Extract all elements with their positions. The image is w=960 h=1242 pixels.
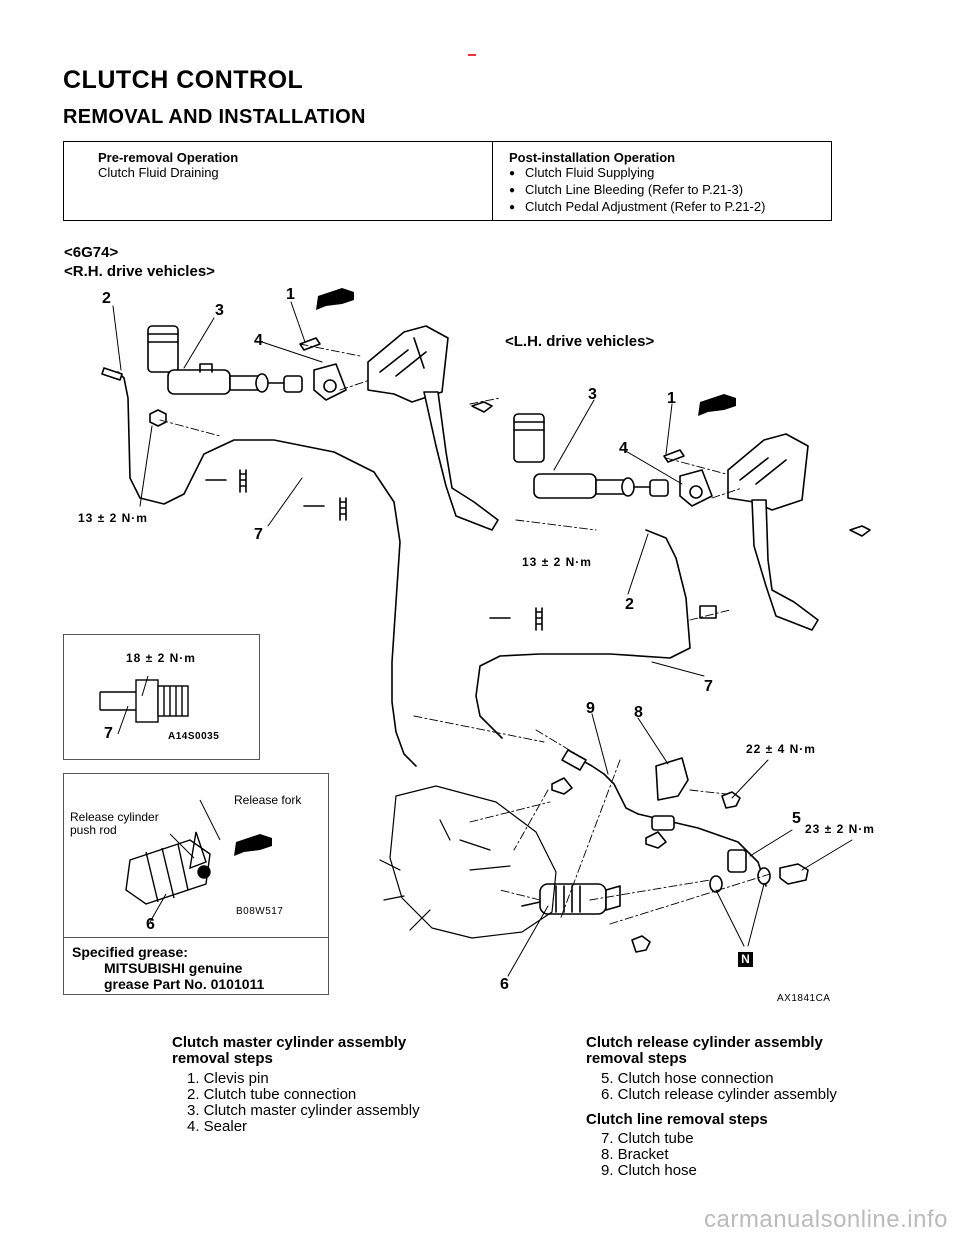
lh-pedal-arm <box>751 499 819 631</box>
inset-divider <box>63 937 329 938</box>
list-item: 3. Clutch master cylinder assembly <box>187 1102 420 1119</box>
list-item: 9. Clutch hose <box>601 1162 697 1179</box>
lh-drive-tag: <L.H. drive vehicles> <box>505 333 655 350</box>
rh-pedal-bracket <box>367 325 449 403</box>
rh-tube-clip <box>239 469 247 493</box>
grease-inset-code: B08W517 <box>236 906 284 917</box>
push-rod-label-line2: push rod <box>70 823 117 837</box>
list-item: 2. Clutch tube connection <box>187 1086 357 1103</box>
grease-gun-icon <box>234 834 272 856</box>
torque-union: 23 ± 2 N·m <box>805 822 875 836</box>
clutch-hose <box>573 755 767 887</box>
rh-sealer <box>313 363 347 401</box>
label-inset-6: 6 <box>146 916 155 933</box>
label-9: 9 <box>586 700 595 717</box>
label-lh-3: 3 <box>588 386 597 403</box>
push-rod-label-line1: Release cylinder <box>70 810 159 824</box>
master-steps-heading-2: removal steps <box>172 1050 273 1067</box>
post-installation-box: Post-installation Operation Clutch Fluid… <box>492 141 832 221</box>
lh-clutch-tube <box>475 529 691 739</box>
torque-rh-master: 13 ± 2 N·m <box>78 511 148 525</box>
grease-inset: Release fork Release cylinder push rod 6… <box>63 773 329 995</box>
label-inset-7: 7 <box>104 725 113 742</box>
list-item: 7. Clutch tube <box>601 1130 694 1147</box>
grease-gun-icon <box>698 394 736 416</box>
release-steps-heading-1: Clutch release cylinder assembly <box>586 1034 823 1051</box>
line-steps-list: 7. Clutch tube 8. Bracket 9. Clutch hose <box>601 1131 697 1179</box>
label-rh-3: 3 <box>215 302 224 319</box>
line-steps-heading: Clutch line removal steps <box>586 1111 768 1128</box>
label-rh-1: 1 <box>286 286 295 303</box>
lh-pedal-bracket <box>727 433 809 511</box>
list-item: Clutch Pedal Adjustment (Refer to P.21-2… <box>509 199 831 216</box>
list-item: 5. Clutch hose connection <box>601 1070 774 1087</box>
page-title: CLUTCH CONTROL <box>63 66 304 94</box>
post-installation-heading: Post-installation Operation <box>509 150 676 165</box>
figure-code: AX1841CA <box>777 993 831 1004</box>
pre-removal-item: Clutch Fluid Draining <box>98 165 219 180</box>
nut-replace-badge: N <box>738 952 753 967</box>
rh-clutch-tube <box>117 371 417 767</box>
master-steps-list: 1. Clevis pin 2. Clutch tube connection … <box>187 1071 420 1135</box>
list-item: 6. Clutch release cylinder assembly <box>601 1086 837 1103</box>
pre-removal-heading: Pre-removal Operation <box>98 150 239 165</box>
master-steps-heading-1: Clutch master cylinder assembly <box>172 1034 407 1051</box>
transmission-housing <box>379 785 557 939</box>
release-fork-label: Release fork <box>234 793 302 807</box>
list-item: 8. Bracket <box>601 1146 669 1163</box>
grease-spec-line3: grease Part No. 0101011 <box>104 976 265 992</box>
release-steps-list: 5. Clutch hose connection 6. Clutch rele… <box>601 1071 837 1103</box>
grease-spec-line1: Specified grease: <box>72 944 188 960</box>
rh-master-cylinder <box>147 325 303 395</box>
rh-drive-tag: <R.H. drive vehicles> <box>64 263 215 280</box>
page-marker <box>468 54 476 56</box>
torque-bracket: 22 ± 4 N·m <box>746 742 816 756</box>
label-rh-4: 4 <box>254 332 263 349</box>
label-rh-2: 2 <box>102 290 111 307</box>
lh-master-cylinder <box>513 413 669 499</box>
lh-sealer <box>679 469 713 507</box>
label-lh-1: 1 <box>667 390 676 407</box>
list-item: 4. Sealer <box>187 1118 248 1135</box>
tube-nut-inset: 18 ± 2 N·m 7 A14S0035 <box>63 634 260 760</box>
torque-tube-nut: 18 ± 2 N·m <box>126 651 196 665</box>
grease-gun-icon <box>316 288 354 310</box>
engine-tag: <6G74> <box>64 244 119 261</box>
torque-lh-master: 13 ± 2 N·m <box>522 555 592 569</box>
rh-clevis-pin <box>299 337 321 351</box>
hose-bracket <box>655 757 689 801</box>
label-5: 5 <box>792 810 801 827</box>
rh-pedal-arm <box>423 391 499 531</box>
label-rh-7: 7 <box>254 526 263 543</box>
grease-spec-line2: MITSUBISHI genuine <box>104 960 243 976</box>
list-item: Clutch Fluid Supplying <box>509 165 831 182</box>
list-item: 1. Clevis pin <box>187 1070 269 1087</box>
label-lh-4: 4 <box>619 440 628 457</box>
label-lh-2: 2 <box>625 596 634 613</box>
watermark: carmanualsonline.info <box>704 1206 948 1233</box>
tube-inset-code: A14S0035 <box>168 731 220 742</box>
page-subtitle: REMOVAL AND INSTALLATION <box>63 106 366 128</box>
post-installation-list: Clutch Fluid Supplying Clutch Line Bleed… <box>509 165 831 216</box>
release-steps-heading-2: removal steps <box>586 1050 687 1067</box>
list-item: Clutch Line Bleeding (Refer to P.21-3) <box>509 182 831 199</box>
release-cylinder <box>521 883 621 915</box>
label-lh-7: 7 <box>704 678 713 695</box>
label-6: 6 <box>500 976 509 993</box>
label-8: 8 <box>634 704 643 721</box>
